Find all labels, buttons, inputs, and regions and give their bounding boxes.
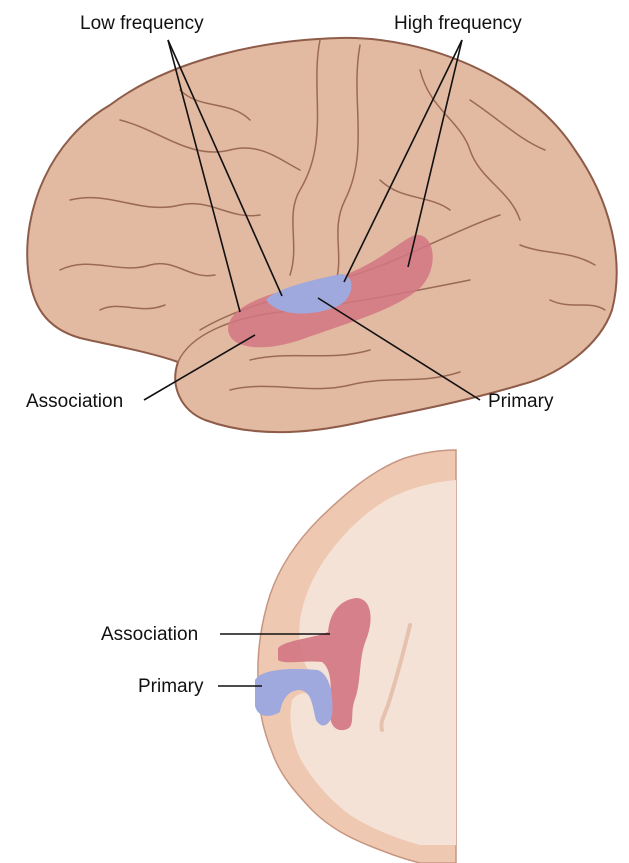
- association-leader-top: [143, 334, 256, 401]
- high-frequency-leader-1: [343, 39, 463, 283]
- section-ventricle-slit: [379, 623, 412, 732]
- association-label-top: Association: [26, 391, 123, 412]
- association-label-bottom: Association: [101, 624, 198, 645]
- primary-area-section: [255, 669, 333, 726]
- high-frequency-leader-2: [407, 39, 463, 268]
- primary-area-lateral: [266, 274, 352, 314]
- primary-leader-top: [317, 297, 481, 401]
- primary-label-bottom: Primary: [138, 676, 204, 697]
- primary-label-top: Primary: [488, 391, 554, 412]
- low-frequency-leader-2: [167, 39, 283, 297]
- association-area-section: [278, 598, 371, 731]
- low-frequency-label: Low frequency: [80, 13, 204, 34]
- low-frequency-leader-1: [167, 39, 241, 313]
- cerebrum: [26, 36, 618, 434]
- lateral-brain-view: [26, 36, 618, 434]
- high-frequency-label: High frequency: [394, 13, 522, 34]
- gyri-pattern: [59, 39, 606, 391]
- bottom-leader-lines: [218, 633, 330, 687]
- top-leader-lines: [143, 39, 481, 401]
- coronal-section-view: [255, 449, 457, 863]
- section-white-matter: [290, 480, 456, 845]
